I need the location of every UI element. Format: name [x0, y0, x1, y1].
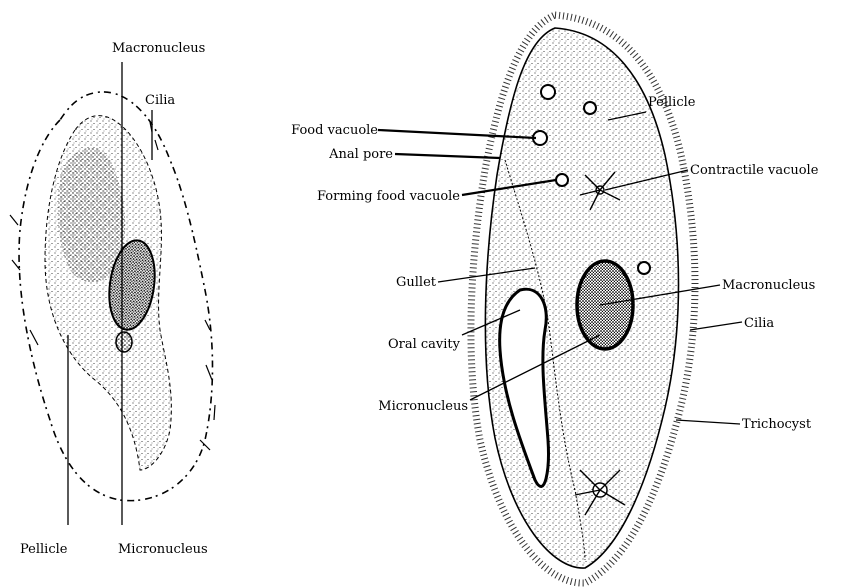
right-label-food-vacuole: Food vacuole [291, 123, 378, 138]
left-label-pellicle: Pellicle [20, 542, 68, 557]
left-label-micronucleus: Micronucleus [118, 542, 208, 557]
right-label-trichocyst: Trichocyst [742, 417, 812, 432]
left-micronucleus-shape [116, 332, 132, 352]
right-label-oral-cavity: Oral cavity [388, 337, 461, 352]
right-label-contractile-vacuole: Contractile vacuole [690, 163, 819, 178]
left-label-cilia: Cilia [145, 93, 175, 108]
right-label-gullet: Gullet [396, 275, 437, 290]
right-label-macronucleus: Macronucleus [722, 278, 815, 293]
left-figure: Macronucleus Cilia Pellicle Micronucleus [10, 41, 215, 557]
right-label-pellicle: Pellicle [648, 95, 696, 110]
right-macronucleus-shape [577, 261, 633, 349]
right-label-micronucleus: Micronucleus [378, 399, 468, 414]
left-label-macronucleus: Macronucleus [112, 41, 205, 56]
right-figure: Food vacuole Anal pore Forming food vacu… [291, 15, 819, 583]
right-label-forming-food-vacuole: Forming food vacuole [317, 189, 460, 204]
right-label-cilia: Cilia [744, 316, 774, 331]
right-label-anal-pore: Anal pore [328, 147, 393, 162]
